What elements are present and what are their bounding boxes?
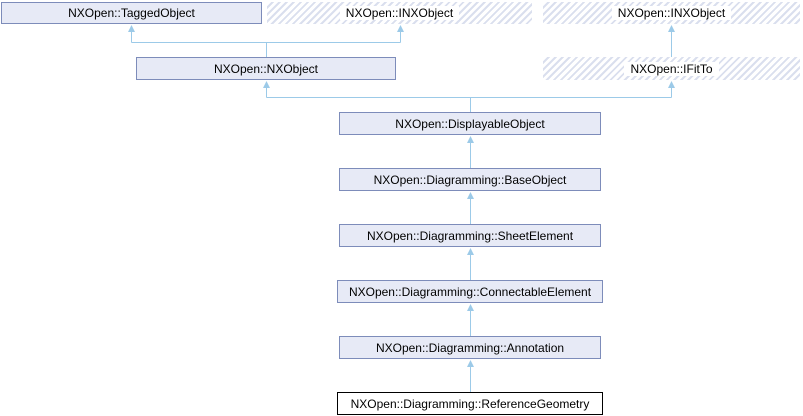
class-node-ifitto: NXOpen::IFitTo [543,57,800,80]
class-label: NXOpen::DisplayableObject [395,116,545,131]
class-node-displayableobject[interactable]: NXOpen::DisplayableObject [339,112,601,135]
class-node-inxobject-b: NXOpen::INXObject [543,2,800,24]
class-label: NXOpen::IFitTo [624,61,719,76]
class-node-referencegeometry: NXOpen::Diagramming::ReferenceGeometry [337,392,603,415]
class-label: NXOpen::Diagramming::SheetElement [366,228,574,243]
class-node-connectableelement[interactable]: NXOpen::Diagramming::ConnectableElement [337,280,603,303]
class-node-nxobject[interactable]: NXOpen::NXObject [136,57,396,80]
class-node-taggedobject[interactable]: NXOpen::TaggedObject [1,2,262,24]
class-label: NXOpen::INXObject [339,6,460,20]
class-node-baseobject[interactable]: NXOpen::Diagramming::BaseObject [339,168,601,191]
class-label: NXOpen::Diagramming::Annotation [375,340,565,355]
class-node-sheetelement[interactable]: NXOpen::Diagramming::SheetElement [339,224,601,247]
class-node-annotation[interactable]: NXOpen::Diagramming::Annotation [339,336,601,359]
class-label: NXOpen::INXObject [611,6,732,20]
class-label: NXOpen::Diagramming::ReferenceGeometry [350,396,590,411]
class-label: NXOpen::TaggedObject [68,6,195,20]
class-label: NXOpen::Diagramming::BaseObject [373,172,567,187]
class-label: NXOpen::NXObject [213,61,319,76]
class-node-inxobject-a: NXOpen::INXObject [267,2,532,24]
class-label: NXOpen::Diagramming::ConnectableElement [348,284,592,299]
